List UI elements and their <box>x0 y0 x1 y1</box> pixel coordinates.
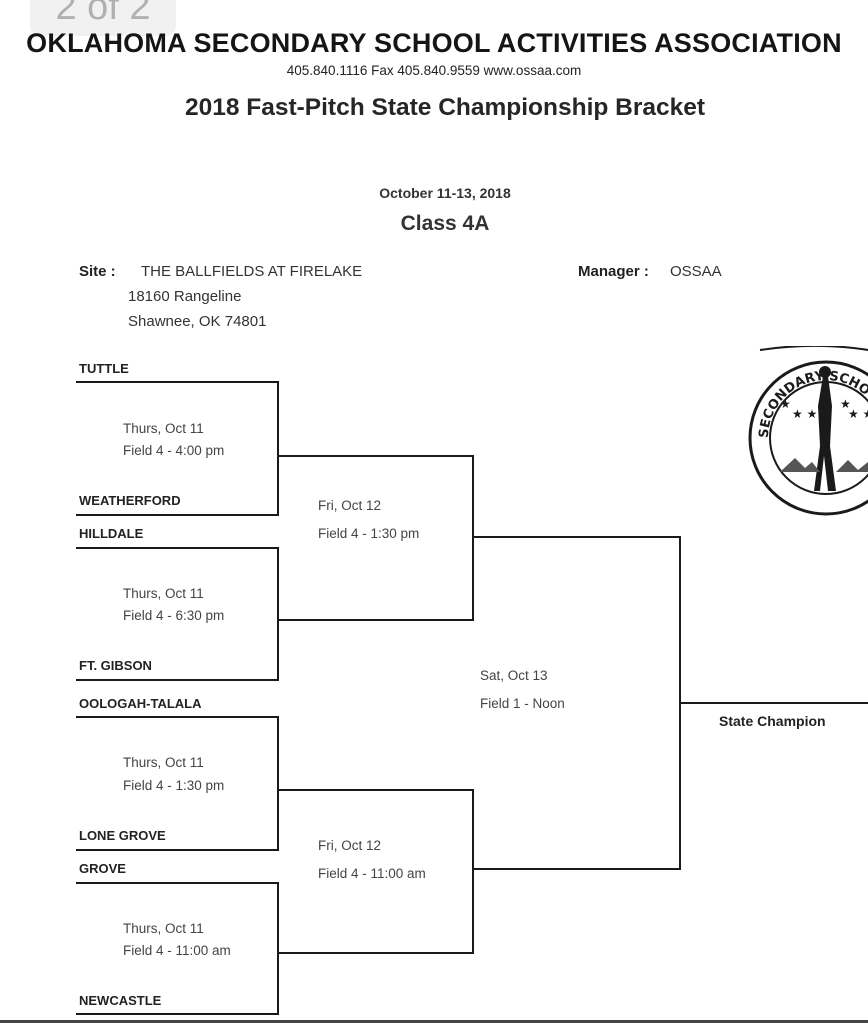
team-name: FT. GIBSON <box>79 658 152 673</box>
team-name: HILLDALE <box>79 526 144 541</box>
bracket-line <box>76 679 279 681</box>
manager-label: Manager : <box>578 263 649 280</box>
site-address-line1: 18160 Rangeline <box>128 288 242 305</box>
team-name: GROVE <box>79 861 126 876</box>
bracket-line <box>472 868 681 870</box>
bracket-line <box>472 536 681 538</box>
event-dates: October 11-13, 2018 <box>379 185 511 201</box>
game-day: Thurs, Oct 11 <box>123 921 204 936</box>
bracket-line <box>76 716 279 718</box>
team-name: OOLOGAH-TALALA <box>79 696 202 711</box>
svg-text:★: ★ <box>780 397 791 411</box>
bracket-line <box>277 952 474 954</box>
game-day: Thurs, Oct 11 <box>123 586 204 601</box>
final-game-day: Sat, Oct 13 <box>480 668 548 683</box>
game-field-time: Field 4 - 11:00 am <box>318 866 426 881</box>
bracket-line <box>76 381 279 383</box>
bracket-line <box>277 789 474 791</box>
game-field-time: Field 4 - 11:00 am <box>123 943 231 958</box>
bracket-line <box>277 716 279 851</box>
organization-name: OKLAHOMA SECONDARY SCHOOL ACTIVITIES ASS… <box>26 28 842 58</box>
bracket-line <box>277 619 474 621</box>
champion-line <box>679 702 868 704</box>
bracket-line <box>472 789 474 954</box>
bracket-line <box>277 547 279 681</box>
team-name: TUTTLE <box>79 361 129 376</box>
bracket-line <box>76 882 279 884</box>
game-field-time: Field 4 - 1:30 pm <box>123 778 225 793</box>
bracket-line <box>277 882 279 1015</box>
bracket-line <box>76 514 279 516</box>
manager-value: OSSAA <box>670 263 722 280</box>
ossaa-seal-icon: SECONDARY SCHOOL ACT ★ ★ ★ ★ ★ ★ <box>740 346 868 516</box>
bracket-line <box>76 1013 279 1015</box>
bracket-line <box>76 547 279 549</box>
game-day: Thurs, Oct 11 <box>123 421 204 436</box>
event-class: Class 4A <box>400 212 490 235</box>
site-address-line2: Shawnee, OK 74801 <box>128 313 267 330</box>
game-day: Fri, Oct 12 <box>318 838 382 853</box>
game-day: Fri, Oct 12 <box>318 498 382 513</box>
bottom-border <box>0 1020 868 1023</box>
bracket-title: 2018 Fast-Pitch State Championship Brack… <box>184 94 706 121</box>
game-field-time: Field 4 - 4:00 pm <box>123 443 225 458</box>
team-name: NEWCASTLE <box>79 993 162 1008</box>
game-day: Thurs, Oct 11 <box>123 755 204 770</box>
game-field-time: Field 4 - 1:30 pm <box>318 526 420 541</box>
bracket-line <box>76 849 279 851</box>
bracket-line <box>277 381 279 516</box>
bracket-line <box>472 455 474 621</box>
contact-info: 405.840.1116 Fax 405.840.9559 www.ossaa.… <box>286 63 582 78</box>
team-name: WEATHERFORD <box>79 493 181 508</box>
final-game-field-time: Field 1 - Noon <box>480 696 565 711</box>
svg-text:★ ★: ★ ★ <box>848 407 868 421</box>
page-indicator: 2 of 2 <box>30 0 176 36</box>
bracket-line <box>277 455 474 457</box>
state-champion-label: State Champion <box>719 713 826 729</box>
svg-text:★ ★: ★ ★ <box>792 407 817 421</box>
svg-text:★: ★ <box>840 397 851 411</box>
site-name: THE BALLFIELDS AT FIRELAKE <box>141 263 363 280</box>
game-field-time: Field 4 - 6:30 pm <box>123 608 225 623</box>
team-name: LONE GROVE <box>79 828 166 843</box>
site-label: Site : <box>79 263 116 280</box>
